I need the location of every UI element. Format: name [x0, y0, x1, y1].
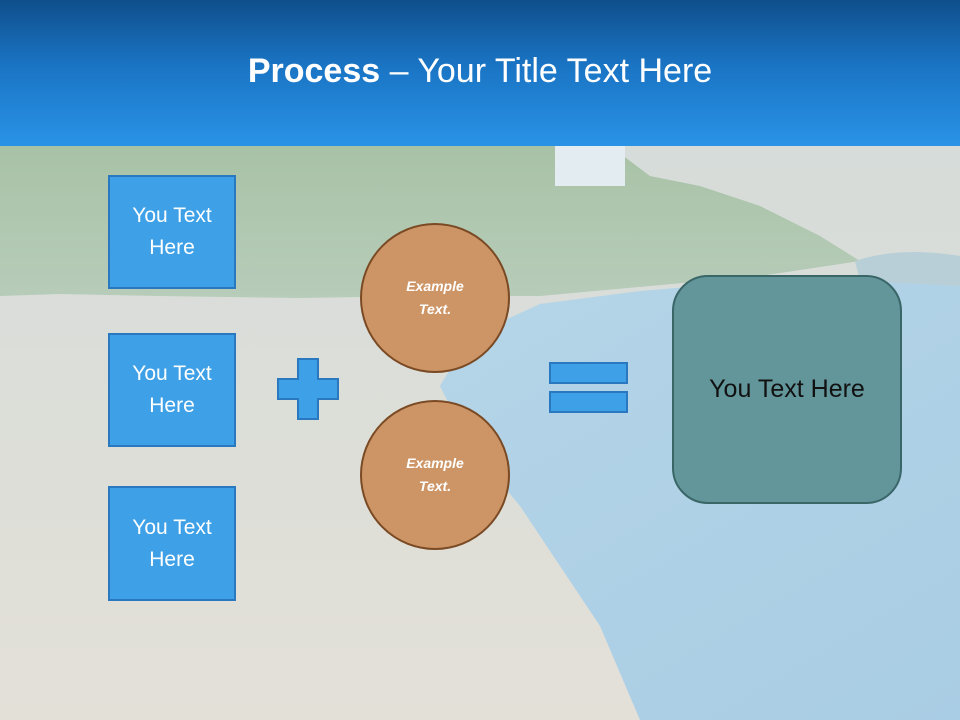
input-box-3: You Text Here	[108, 486, 236, 601]
example-circle-1: Example Text.	[360, 223, 510, 373]
input-box-2-label: You Text Here	[132, 362, 212, 417]
input-box-1-label: You Text Here	[132, 204, 212, 259]
result-box: You Text Here	[672, 275, 902, 504]
example-circle-2-label: Example Text.	[406, 455, 464, 494]
slide-title: Process – Your Title Text Here	[0, 52, 960, 91]
title-bold: Process	[247, 52, 381, 90]
input-box-1: You Text Here	[108, 175, 236, 289]
example-circle-2: Example Text.	[360, 400, 510, 550]
example-circle-1-label: Example Text.	[406, 278, 464, 317]
equals-icon	[549, 362, 628, 413]
title-bar: Process – Your Title Text Here	[0, 0, 960, 146]
input-box-3-label: You Text Here	[132, 515, 212, 571]
input-box-2: You Text Here	[108, 333, 236, 447]
plus-icon	[277, 358, 339, 420]
title-rest: – Your Title Text Here	[380, 52, 713, 90]
result-box-label: You Text Here	[709, 375, 865, 403]
